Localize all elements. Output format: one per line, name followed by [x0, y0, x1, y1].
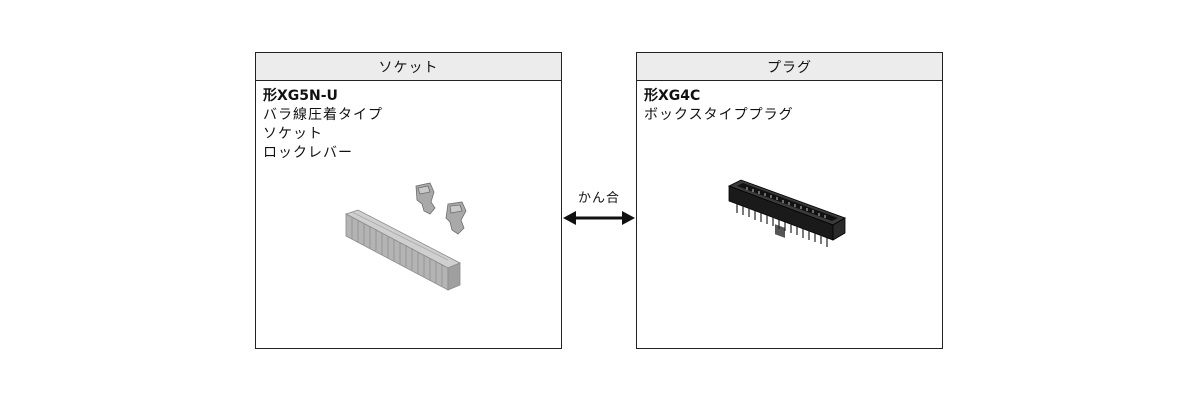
- socket-panel-header: ソケット: [256, 53, 561, 81]
- lock-lever-icon: [415, 182, 436, 215]
- socket-panel: ソケット 形XG5N-U バラ線圧着タイプ ソケット ロックレバー: [255, 52, 562, 349]
- lock-lever-icon: [445, 201, 467, 235]
- socket-body-end: [447, 262, 461, 291]
- socket-connector-with-lock-levers-icon: [344, 182, 467, 291]
- socket-model-name: 形XG5N-U: [263, 88, 338, 104]
- plug-model-name: 形XG4C: [644, 88, 701, 104]
- socket-description-line-1: バラ線圧着タイプ: [263, 107, 383, 123]
- socket-description-line-3: ロックレバー: [263, 145, 353, 161]
- double-arrow-icon: [563, 211, 635, 225]
- plug-panel-body: 形XG4C ボックスタイププラグ: [637, 81, 942, 131]
- plug-body-end: [832, 217, 846, 241]
- plug-panel: プラグ 形XG4C ボックスタイププラグ: [636, 52, 943, 349]
- socket-panel-body: 形XG5N-U バラ線圧着タイプ ソケット ロックレバー: [256, 81, 561, 169]
- socket-description-line-2: ソケット: [263, 126, 323, 142]
- box-type-plug-connector-icon: [728, 179, 846, 247]
- mating-label: かん合: [577, 191, 620, 206]
- plug-description-line-1: ボックスタイププラグ: [644, 107, 794, 123]
- mating-indicator: かん合: [562, 180, 636, 230]
- plug-panel-header: プラグ: [637, 53, 942, 81]
